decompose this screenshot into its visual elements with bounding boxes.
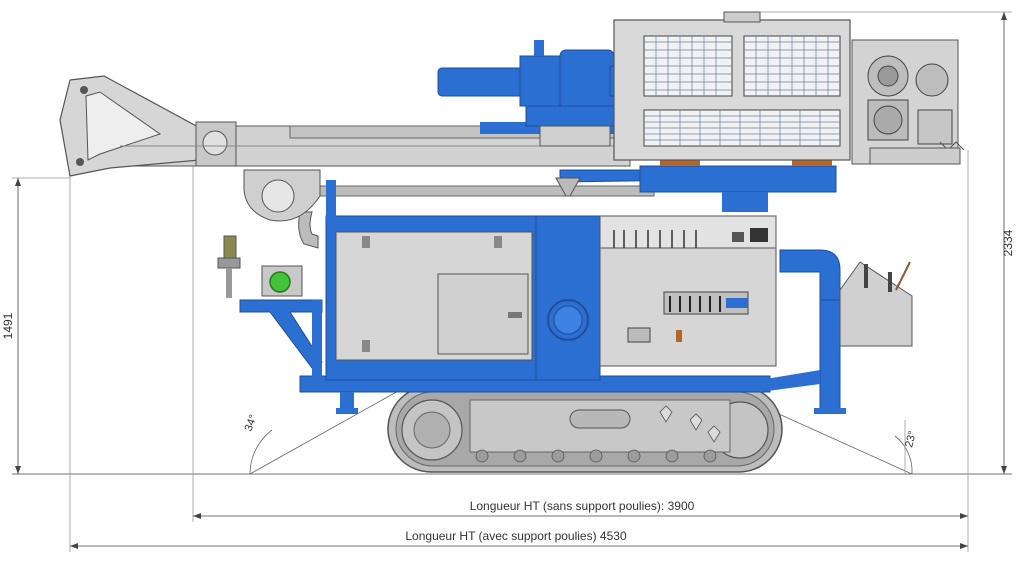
control-panel-housing: [599, 215, 777, 367]
engine-compartment: [325, 215, 537, 381]
slide-pad: [660, 158, 700, 166]
display-screen: [750, 228, 768, 242]
dim-length-3900: Longueur HT (sans support poulies): 3900: [470, 499, 695, 513]
control-levers-mid: [663, 291, 749, 315]
crawler-track: [387, 385, 783, 473]
hose-fittings: [217, 211, 319, 298]
center-column: [535, 215, 601, 381]
rotary-head: [437, 40, 637, 147]
dim-total-height: 2334: [1001, 229, 1015, 256]
dimension-labels: 2334 1491 34° 23° Longueur HT (sans supp…: [1, 229, 1015, 543]
green-indicator: [269, 271, 291, 293]
dim-working-height: 1491: [1, 312, 15, 339]
engine-cage: [613, 11, 851, 161]
slide-pad: [792, 158, 832, 166]
track-rollers: [475, 449, 717, 463]
control-levers-top: [613, 230, 697, 248]
dim-angle-left: 34°: [243, 413, 260, 433]
dim-length-4530: Longueur HT (avec support poulies) 4530: [405, 529, 627, 543]
cage-mesh: [644, 36, 840, 146]
dimension-lines: [12, 11, 1012, 552]
winch-assembly: [851, 39, 965, 165]
operator-station: [839, 261, 913, 347]
dim-angle-right: 23°: [903, 430, 919, 449]
